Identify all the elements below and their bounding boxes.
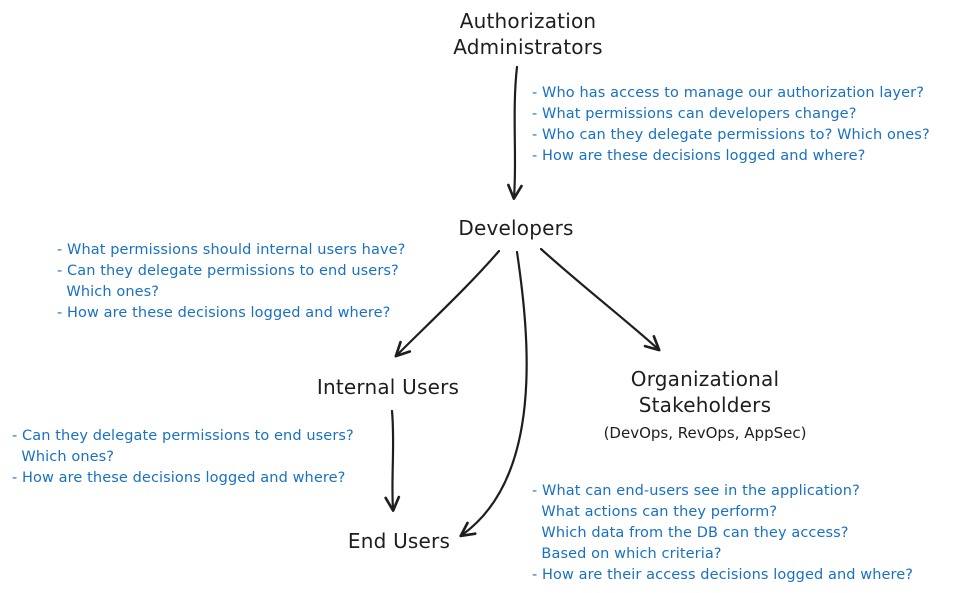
- arrow-internal-users-to-end-users: [384, 409, 401, 512]
- node-sublabel: (DevOps, RevOps, AppSec): [603, 424, 807, 442]
- annotation-line: What actions can they perform?: [532, 504, 778, 520]
- annotation-line: - Who has access to manage our authoriza…: [532, 85, 925, 101]
- annotation-line: Which ones?: [12, 449, 115, 465]
- annotation-line: Which data from the DB can they access?: [532, 525, 849, 541]
- annotation-line: - Can they delegate permissions to end u…: [57, 263, 399, 279]
- annotation-line: - What permissions should internal users…: [57, 242, 406, 258]
- node-end-users: End Users: [299, 528, 499, 554]
- annotation-admin-to-developers: - Who has access to manage our authoriza…: [532, 83, 930, 167]
- arrow-admins-to-developers: [507, 65, 523, 200]
- annotation-line: - What permissions can developers change…: [532, 106, 857, 122]
- annotation-internal-users-to-end-users: - Can they delegate permissions to end u…: [12, 426, 354, 489]
- annotation-line: - How are these decisions logged and whe…: [57, 305, 391, 321]
- node-label: Developers: [458, 216, 574, 240]
- node-label: End Users: [347, 529, 451, 553]
- annotation-developers-to-internal-users: - What permissions should internal users…: [57, 240, 405, 324]
- annotation-line: - How are their access decisions logged …: [532, 567, 914, 583]
- arrow-developers-to-org-stakeholders: [539, 247, 661, 352]
- node-internal-users: Internal Users: [288, 374, 488, 400]
- annotation-line: Based on which criteria?: [532, 546, 722, 562]
- arrow-developers-to-internal-users: [394, 249, 501, 358]
- node-organizational-stakeholders: Organizational Stakeholders (DevOps, Rev…: [585, 366, 825, 443]
- annotation-line: - How are these decisions logged and whe…: [12, 470, 346, 486]
- node-developers: Developers: [416, 215, 616, 241]
- annotation-line: - How are these decisions logged and whe…: [532, 148, 866, 164]
- annotation-line: - Who can they delegate permissions to? …: [532, 127, 930, 143]
- node-label: Internal Users: [316, 375, 460, 399]
- annotation-end-users-questions: - What can end-users see in the applicat…: [532, 481, 913, 586]
- node-label: Authorization Administrators: [453, 9, 603, 59]
- node-label: Organizational Stakeholders: [630, 367, 780, 417]
- node-authorization-administrators: Authorization Administrators: [398, 8, 658, 60]
- annotation-line: Which ones?: [57, 284, 160, 300]
- annotation-line: - What can end-users see in the applicat…: [532, 483, 860, 499]
- annotation-line: - Can they delegate permissions to end u…: [12, 428, 354, 444]
